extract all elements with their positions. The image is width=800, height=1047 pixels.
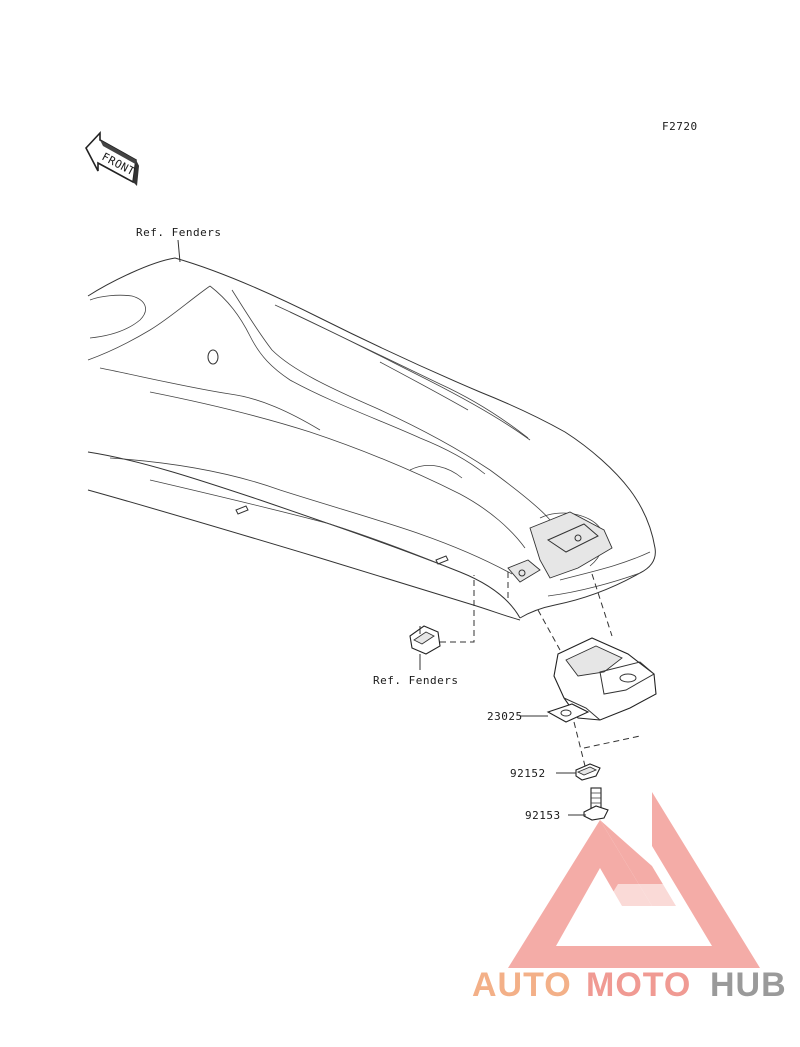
- front-arrow-icon: FRONT: [85, 130, 139, 186]
- watermark-hub: HUB: [710, 966, 787, 1004]
- figure-code: F2720: [662, 120, 698, 133]
- callout-ref-fenders-clip: Ref. Fenders: [373, 674, 458, 687]
- bracket-23025: [546, 637, 657, 723]
- damper-92152: [575, 763, 601, 781]
- callout-ref-fenders-top: Ref. Fenders: [136, 226, 221, 239]
- callout-23025: 23025: [487, 710, 523, 723]
- bolt-92153: [583, 787, 609, 821]
- rear-fender: [87, 257, 656, 621]
- automotohub-logo-icon: [508, 792, 760, 968]
- watermark-auto: AUTO: [472, 966, 572, 1004]
- watermark-moto: MOTO: [586, 966, 691, 1004]
- callout-92152: 92152: [510, 767, 546, 780]
- fender-clip-nut: [409, 625, 441, 655]
- callout-92153: 92153: [525, 809, 561, 822]
- automotohub-watermark: AUTO MOTO HUB: [472, 966, 787, 1004]
